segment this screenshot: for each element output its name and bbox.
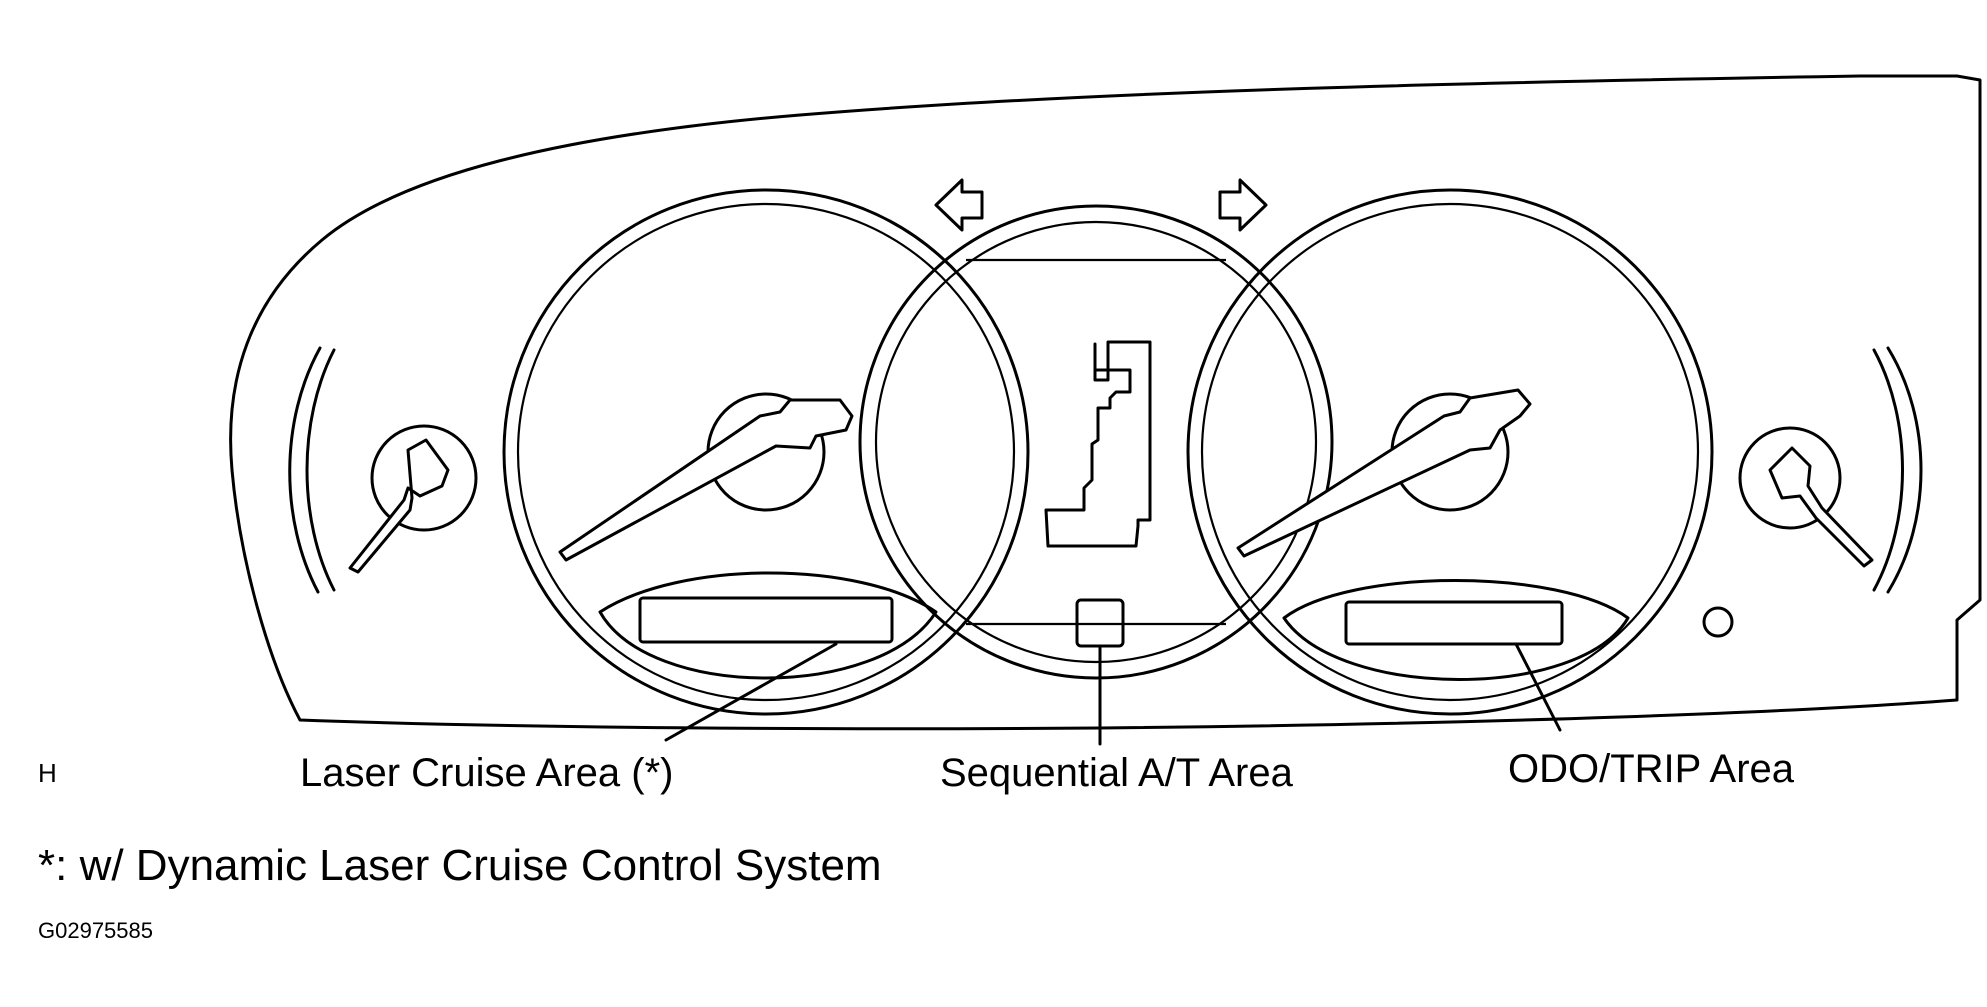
odo-trip-label: ODO/TRIP Area (1508, 747, 1795, 791)
laser-cruise-label: Laser Cruise Area (*) (300, 751, 673, 795)
right-arc-bar-inner (1872, 348, 1904, 592)
right-small-gauge (1702, 426, 1874, 638)
odo-trip-window (1344, 600, 1564, 646)
left-arc-bar-inner (305, 348, 336, 592)
center-gauge (858, 204, 1334, 680)
cluster-housing (229, 74, 1982, 731)
left-small-gauge (348, 424, 478, 574)
left-arrow-outline-icon (934, 178, 984, 232)
laser-cruise-window (638, 596, 894, 644)
right-main-gauge (1186, 188, 1714, 716)
right-arc-bar (1886, 346, 1923, 594)
odo-trip-leader (1514, 642, 1562, 732)
laser-cruise-leader (664, 642, 838, 742)
corner-mark: H (38, 758, 57, 788)
left-arc-bar (288, 346, 322, 594)
left-main-gauge (502, 188, 1030, 716)
figure-id: G02975585 (38, 918, 153, 943)
footnote: *: w/ Dynamic Laser Cruise Control Syste… (38, 841, 882, 890)
right-arrow-outline-icon (1218, 178, 1268, 232)
sequential-at-label: Sequential A/T Area (940, 751, 1294, 795)
shift-gate (1044, 340, 1152, 548)
